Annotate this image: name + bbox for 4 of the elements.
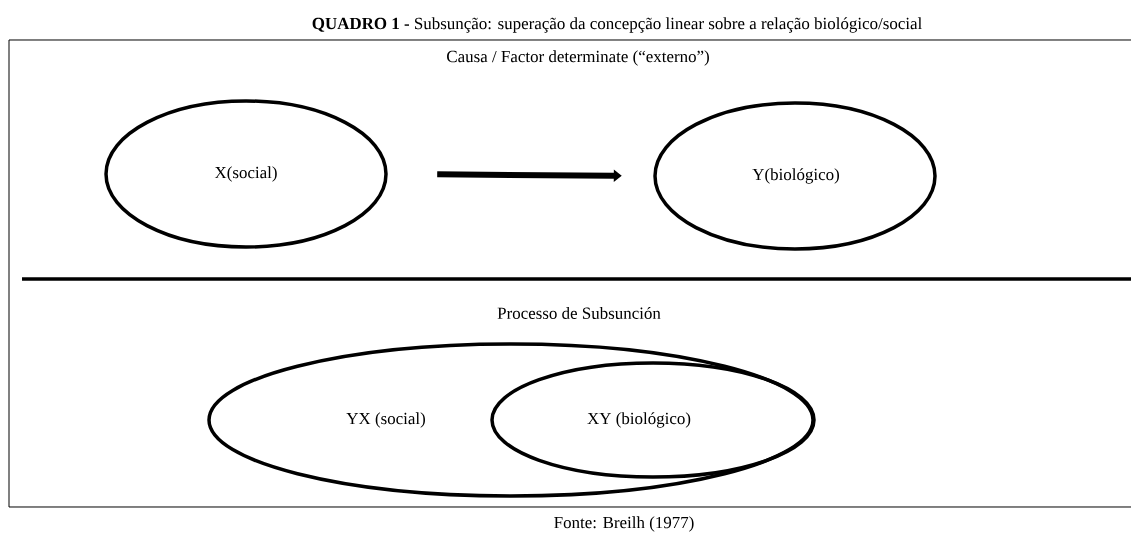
title: QUADRO 1 - Subsunção: superação da concepção linear sobre a relação biológico/social — [312, 17, 922, 33]
section-heading: Causa / Factor determinate (“externo”) — [447, 50, 709, 66]
caption: Fonte: Breilh (1977) — [554, 516, 694, 532]
section-heading: Processo de Subsunción — [497, 307, 661, 319]
